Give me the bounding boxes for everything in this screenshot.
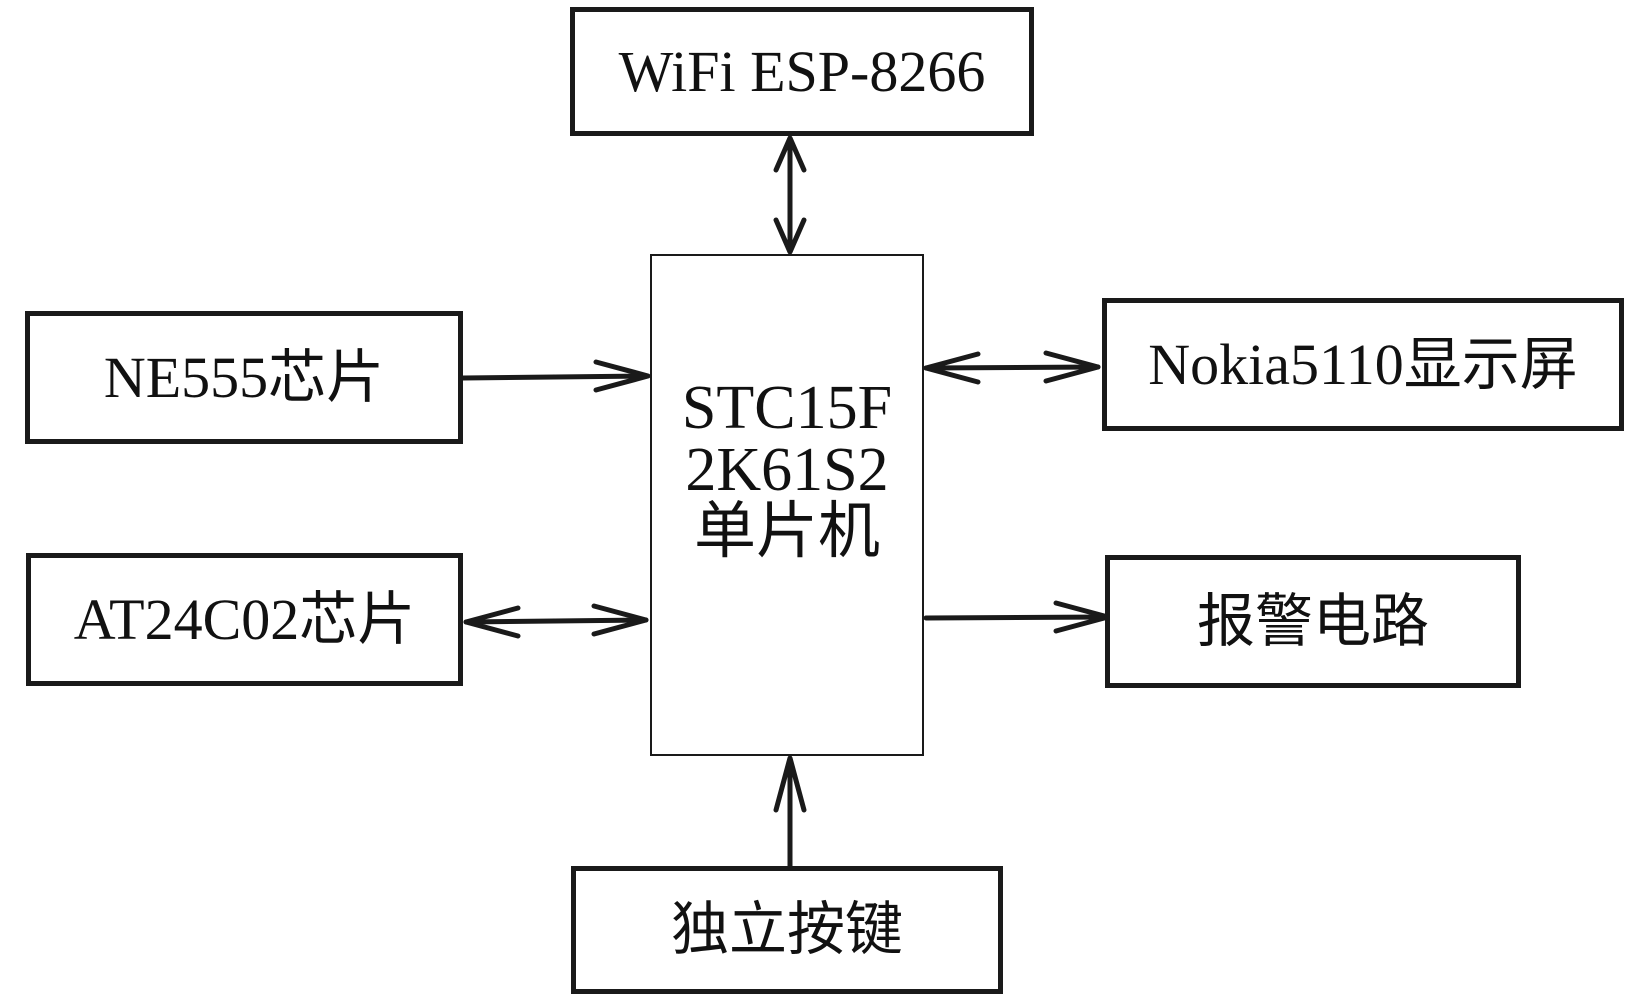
arrow-mcu-alarm [923, 600, 1111, 634]
mcu-model-line2: 2K61S2 [685, 436, 889, 504]
wifi-module-block: WiFi ESP-8266 [570, 7, 1034, 136]
at24c02-chip-label: AT24C02芯片 [73, 586, 416, 652]
mcu-block: STC15F 2K61S2 单片机 [650, 254, 924, 756]
alarm-circuit-label: 报警电路 [1196, 588, 1429, 654]
independent-keys-label: 独立按键 [670, 897, 903, 962]
mcu-model-line1: STC15F [681, 374, 893, 442]
arrow-mcu-nokia [923, 350, 1101, 385]
nokia-display-label: Nokia5110显示屏 [1148, 331, 1578, 397]
arrow-at24c02-mcu [463, 603, 649, 639]
ne555-chip-block: NE555芯片 [25, 311, 463, 444]
at24c02-chip-block: AT24C02芯片 [26, 553, 463, 686]
ne555-chip-label: NE555芯片 [103, 344, 385, 410]
wifi-module-label: WiFi ESP-8266 [618, 38, 986, 104]
arrow-wifi-mcu [773, 135, 807, 255]
nokia-display-block: Nokia5110显示屏 [1102, 298, 1624, 431]
alarm-circuit-block: 报警电路 [1105, 555, 1521, 688]
mcu-type-label: 单片机 [693, 498, 880, 566]
independent-keys-block: 独立按键 [571, 866, 1003, 994]
arrow-keys-mcu [773, 755, 807, 871]
arrow-ne555-mcu [460, 359, 651, 393]
